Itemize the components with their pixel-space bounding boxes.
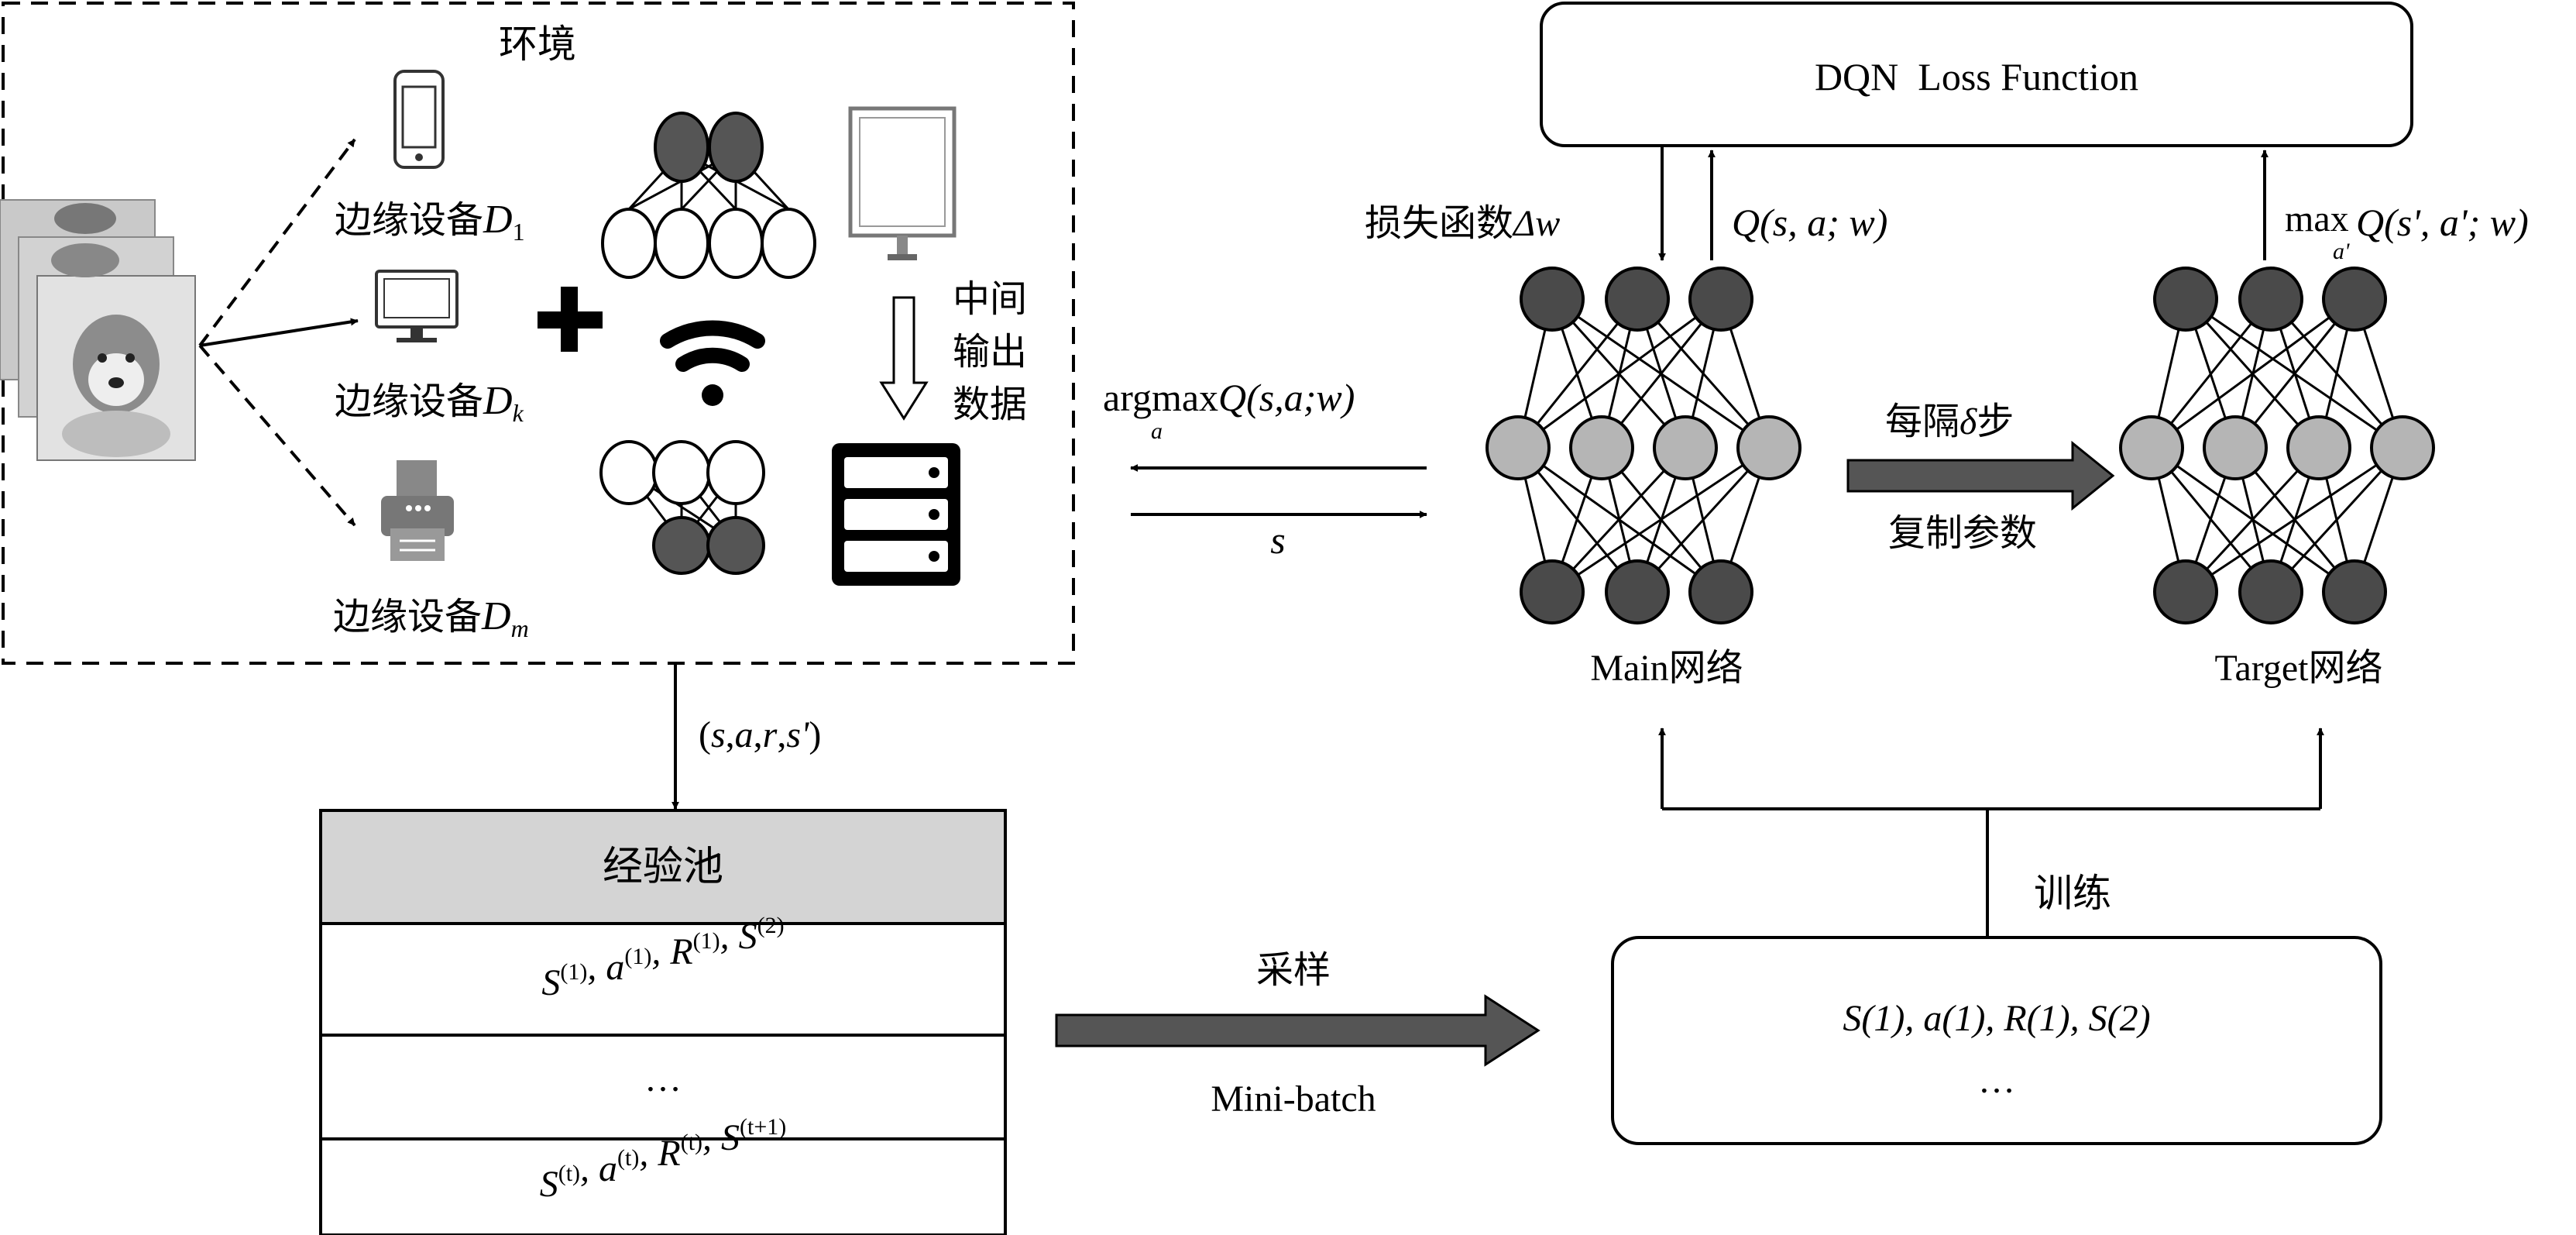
main-net-label: Main网络: [1590, 648, 1743, 689]
device-k-label: 边缘设备Dk: [335, 379, 524, 427]
arrow-to-device-1: [198, 138, 356, 347]
middle-output-line-1: 中间: [953, 277, 1027, 321]
middle-output-line-2: 输出: [953, 330, 1027, 373]
cloud-network-icon: [599, 440, 765, 575]
q-main-label: Q(s, a; w): [1732, 201, 1887, 244]
dqn-loss-box: [1540, 2, 2413, 147]
transition-label: (s,a,r,s'): [699, 714, 821, 755]
monitor-icon: [375, 270, 459, 342]
server-icon: [832, 443, 960, 586]
display-icon: [848, 106, 957, 260]
sampling-label: 采样: [1256, 948, 1331, 992]
input-images-icon: [0, 199, 196, 461]
q-target-max-label: max: [2285, 198, 2349, 239]
q-target-label: Q(s', a'; w): [2356, 201, 2529, 244]
replay-pool-row-1: S(1), a(1), R(1), S(2): [541, 913, 784, 1003]
device-m-label: 边缘设备Dm: [333, 594, 529, 642]
middle-output-line-3: 数据: [953, 383, 1027, 426]
copy-params-label: 复制参数: [1888, 511, 2037, 555]
replay-pool-row-2: …: [644, 1058, 682, 1099]
arrow-to-device-m: [198, 344, 356, 527]
train-label: 训练: [2034, 871, 2111, 916]
q-target-max-sub: a': [2333, 239, 2350, 264]
device-1-label: 边缘设备D1: [335, 198, 525, 246]
copy-every-label: 每隔δ步: [1885, 400, 2014, 443]
argmax-label: argmaxQ(s,a;w): [1103, 376, 1355, 419]
printer-icon: [381, 460, 454, 561]
replay-pool-row-3: S(t), a(t), R(t), S(t+1): [540, 1114, 787, 1205]
arrow-to-device-k: [199, 318, 359, 347]
replay-pool-title: 经验池: [603, 844, 723, 890]
loss-gradient-label: 损失函数Δw: [1365, 201, 1560, 245]
dqn-loss-title: DQN Loss Function: [1815, 55, 2138, 98]
main-network-icon: [1485, 267, 1801, 624]
minibatch-line-1: S(1), a(1), R(1), S(2): [1843, 998, 2150, 1039]
target-net-label: Target网络: [2214, 648, 2382, 689]
plus-icon: [538, 287, 603, 352]
hollow-down-arrow-icon: [879, 296, 929, 421]
edge-network-icon: [601, 112, 816, 279]
wifi-icon: [660, 320, 765, 406]
state-label: s: [1270, 518, 1285, 562]
environment-title: 环境: [499, 22, 576, 67]
phone-icon: [393, 70, 445, 169]
minibatch-line-2: …: [1978, 1060, 2015, 1101]
train-connector: [1658, 728, 2324, 937]
argmax-sub: a: [1151, 418, 1163, 444]
target-network-icon: [2119, 267, 2435, 624]
replay-pool: [319, 809, 1007, 1235]
minibatch-label: Mini-batch: [1211, 1078, 1376, 1120]
minibatch-box: [1611, 936, 2382, 1145]
copy-params-arrow: [1846, 440, 2115, 511]
sampling-arrow: [1055, 994, 1540, 1067]
